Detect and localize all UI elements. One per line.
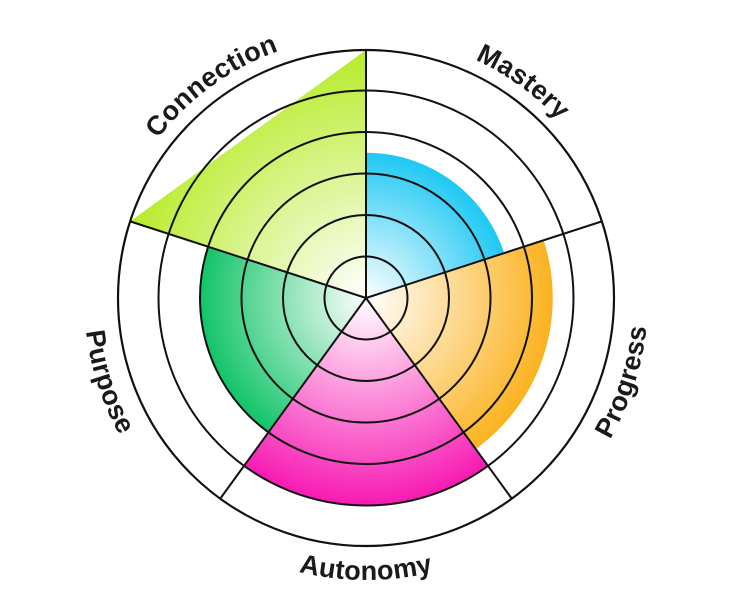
spoke-line (219, 297, 367, 500)
purpose-label: Purpose (80, 328, 141, 439)
autonomy-label: Autonomy (297, 548, 434, 586)
mastery-fill (366, 152, 505, 298)
autonomy-fill (244, 298, 488, 506)
spoke-line (129, 220, 367, 299)
segment-dividers (129, 50, 603, 500)
connection-fill (130, 50, 366, 298)
progress-fill (366, 240, 553, 450)
connection-label: Connection (139, 28, 281, 142)
spoke-line (365, 220, 603, 299)
spoke-line (365, 297, 513, 500)
